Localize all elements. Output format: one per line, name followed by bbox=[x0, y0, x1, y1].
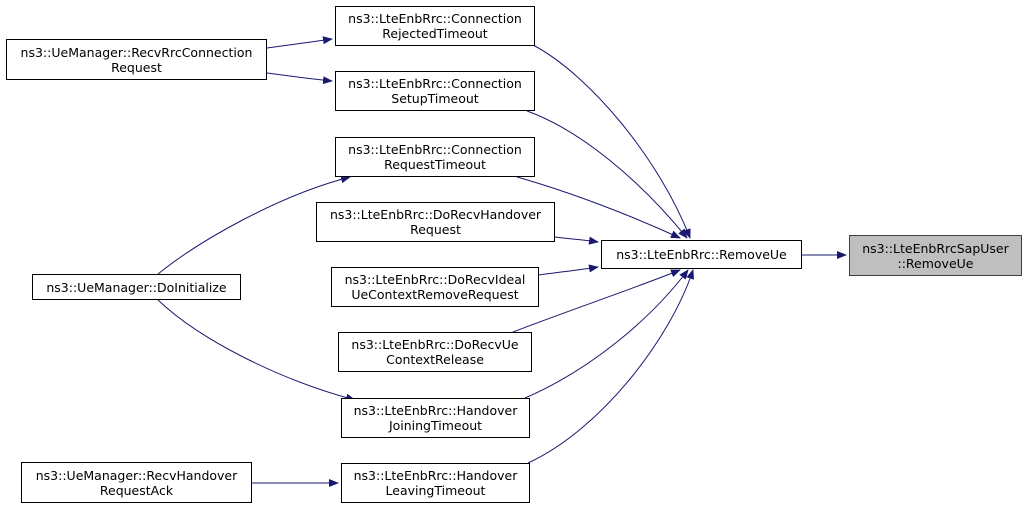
node-label-line1: ns3::LteEnbRrc::DoRecvHandover bbox=[329, 207, 542, 222]
node-label-line2: RejectedTimeout bbox=[382, 26, 488, 41]
node-lteenbrrcsapuser-removeue: ns3::LteEnbRrcSapUser ::RemoveUe bbox=[849, 235, 1022, 276]
node-uemanager-recvrrcconnection-request[interactable]: ns3::UeManager::RecvRrcConnection Reques… bbox=[6, 39, 267, 80]
edge-reqto-to-remove bbox=[516, 176, 681, 239]
edge-rejected-to-remove bbox=[532, 44, 691, 239]
node-label-line1: ns3::LteEnbRrc::Handover bbox=[353, 403, 518, 418]
edge-setup-to-remove bbox=[526, 110, 688, 239]
node-handover-leaving-timeout[interactable]: ns3::LteEnbRrc::Handover LeavingTimeout bbox=[341, 463, 530, 503]
node-label-line1: ns3::LteEnbRrc::DoRecvIdeal bbox=[344, 272, 526, 287]
edge-doinit-to-joining bbox=[157, 299, 356, 402]
node-connection-rejected-timeout[interactable]: ns3::LteEnbRrc::Connection RejectedTimeo… bbox=[335, 6, 535, 46]
node-label-line1: ns3::LteEnbRrc::Connection bbox=[348, 142, 522, 157]
node-label-line2: Request bbox=[410, 222, 461, 237]
node-label-line1: ns3::UeManager::DoInitialize bbox=[46, 279, 227, 295]
node-label-line2: ::RemoveUe bbox=[897, 255, 974, 271]
edge-joining-to-remove bbox=[524, 269, 689, 399]
node-dorecv-handover-request[interactable]: ns3::LteEnbRrc::DoRecvHandover Request bbox=[316, 202, 555, 242]
node-handover-joining-timeout[interactable]: ns3::LteEnbRrc::Handover JoiningTimeout bbox=[341, 398, 530, 438]
edge-ideal-to-remove bbox=[538, 264, 599, 276]
node-label-line2: UeContextRemoveRequest bbox=[351, 287, 519, 302]
edge-leaving-to-remove bbox=[527, 269, 694, 464]
node-label-line2: ContextRelease bbox=[386, 352, 484, 367]
node-label-line2: RequestTimeout bbox=[384, 157, 486, 172]
edge-doinit-to-reqto bbox=[157, 175, 351, 275]
node-label-line2: JoiningTimeout bbox=[388, 418, 483, 433]
node-connection-setup-timeout[interactable]: ns3::LteEnbRrc::Connection SetupTimeout bbox=[335, 71, 535, 111]
node-label-line2: LeavingTimeout bbox=[385, 483, 486, 498]
node-dorecv-ideal-uecontext-remove-request[interactable]: ns3::LteEnbRrc::DoRecvIdeal UeContextRem… bbox=[331, 267, 539, 307]
node-lteenbrrc-removeue[interactable]: ns3::LteEnbRrc::RemoveUe bbox=[601, 240, 802, 269]
edge-recvrrc-to-rejected bbox=[266, 36, 333, 49]
node-label-line1: ns3::LteEnbRrc::Connection bbox=[348, 76, 522, 91]
node-uemanager-doinitialize[interactable]: ns3::UeManager::DoInitialize bbox=[32, 274, 241, 300]
node-label-line2: Request bbox=[111, 59, 162, 75]
node-label-line2: SetupTimeout bbox=[391, 91, 479, 106]
edge-dorecvho-to-remove bbox=[554, 236, 599, 245]
node-label-line1: ns3::UeManager::RecvHandover bbox=[35, 467, 238, 483]
node-uemanager-recvhandover-requestack[interactable]: ns3::UeManager::RecvHandover RequestAck bbox=[21, 462, 252, 503]
node-label-line1: ns3::UeManager::RecvRrcConnection bbox=[20, 44, 253, 60]
node-dorecv-uecontext-release[interactable]: ns3::LteEnbRrc::DoRecvUe ContextRelease bbox=[338, 332, 532, 372]
edge-recvrrc-to-setup bbox=[266, 72, 333, 85]
node-label-line1: ns3::LteEnbRrc::Connection bbox=[348, 11, 522, 26]
node-label-line1: ns3::LteEnbRrcSapUser bbox=[862, 240, 1009, 256]
node-connection-request-timeout[interactable]: ns3::LteEnbRrc::Connection RequestTimeou… bbox=[335, 137, 535, 177]
node-label-line1: ns3::LteEnbRrc::Handover bbox=[353, 468, 518, 483]
node-label-line1: ns3::LteEnbRrc::DoRecvUe bbox=[351, 337, 519, 352]
node-label-line1: ns3::LteEnbRrc::RemoveUe bbox=[616, 247, 787, 262]
node-label-line2: RequestAck bbox=[99, 482, 174, 498]
edge-ctxrel-to-remove bbox=[512, 269, 681, 333]
